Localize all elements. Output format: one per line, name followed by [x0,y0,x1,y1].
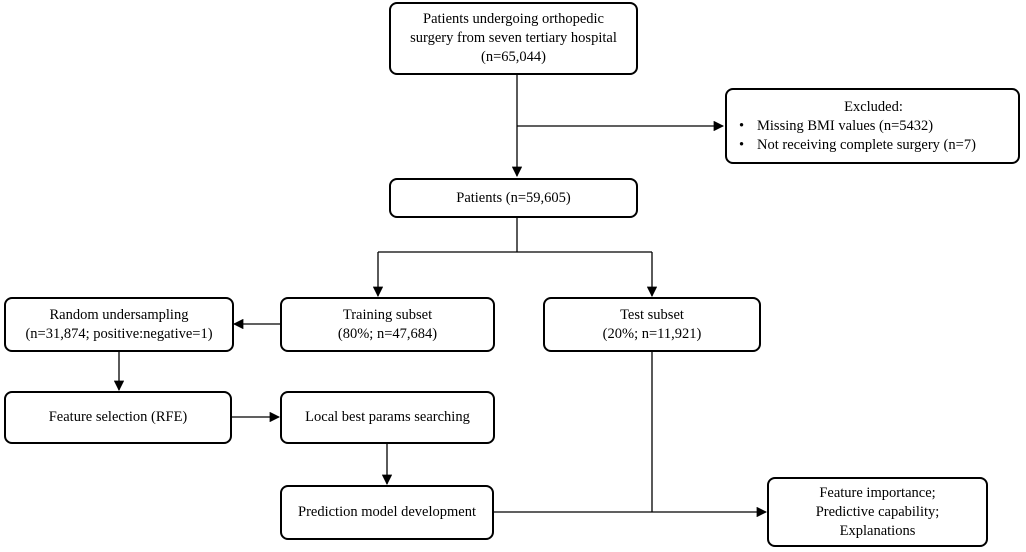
box-feature-selection: Feature selection (RFE) [4,391,232,444]
test-line-2: (20%; n=11,921) [602,325,702,342]
box-params-search: Local best params searching [280,391,495,444]
outputs-line-3: Explanations [839,522,916,539]
patients-all-line-3: (n=65,044) [481,49,546,65]
outputs-line-1: Feature importance; [819,484,936,501]
patients-all-line-2: surgery from seven tertiary hospital [410,30,617,46]
excluded-item: • Missing BMI values (n=5432) [739,117,1008,136]
bullet-icon: • [739,117,745,134]
model-development-label: Prediction model development [298,504,476,520]
excluded-title: Excluded: [844,98,903,115]
test-line-1: Test subset [620,306,684,323]
box-excluded: Excluded: • Missing BMI values (n=5432) •… [725,88,1020,164]
box-patients: Patients (n=59,605) [389,178,638,218]
outputs-line-2: Predictive capability; [815,503,940,520]
training-line-2: (80%; n=47,684) [337,325,438,342]
feature-selection-label: Feature selection (RFE) [48,409,188,425]
box-training: Training subset (80%; n=47,684) [280,297,495,352]
training-line-1: Training subset [342,306,433,323]
undersampling-line-1: Random undersampling [49,306,189,323]
undersampling-line-2: (n=31,874; positive:negative=1) [25,325,213,342]
box-test: Test subset (20%; n=11,921) [543,297,761,352]
excluded-list: • Missing BMI values (n=5432) • Not receiv… [739,117,1008,155]
box-patients-all: Patients undergoing orthopedic surgery f… [389,2,638,75]
excluded-item-text: Not receiving complete surgery (n=7) [757,136,976,153]
box-outputs: Feature importance; Predictive capabilit… [767,477,988,547]
patients-label: Patients (n=59,605) [456,189,571,206]
box-undersampling: Random undersampling (n=31,874; positive… [4,297,234,352]
excluded-item: • Not receiving complete surgery (n=7) [739,136,1008,155]
box-model-development: Prediction model development [280,485,494,540]
excluded-item-text: Missing BMI values (n=5432) [757,117,934,134]
params-search-label: Local best params searching [305,409,470,425]
bullet-icon: • [739,136,745,153]
patients-all-line-1: Patients undergoing orthopedic [423,11,604,27]
